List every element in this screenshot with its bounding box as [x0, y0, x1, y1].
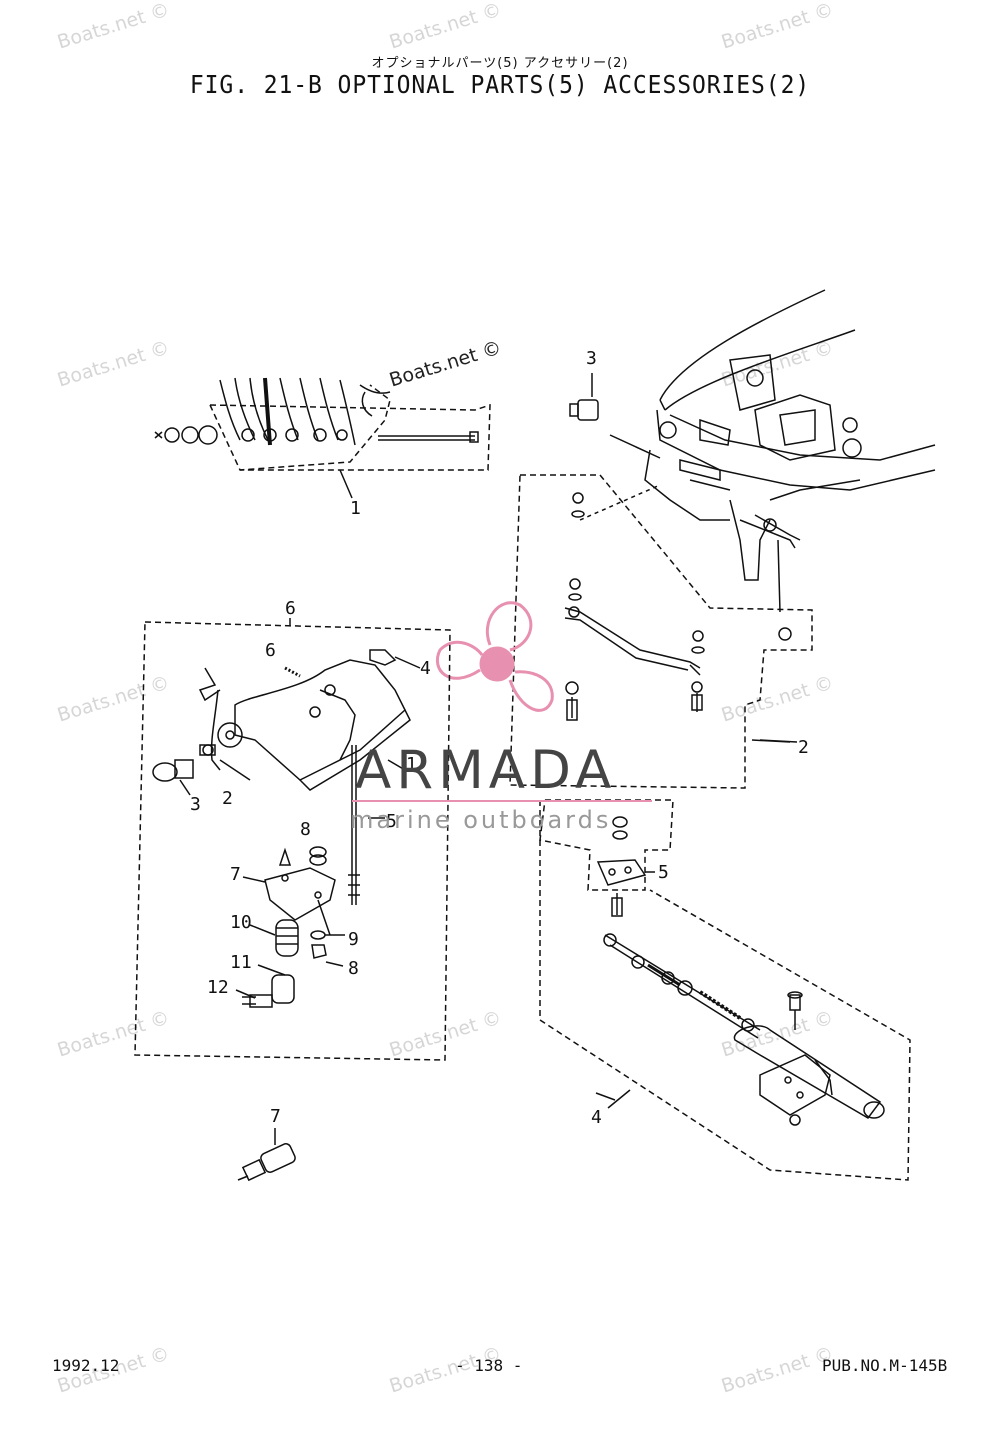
kit-callout-11: 11 — [230, 952, 252, 973]
callout-5: 5 — [658, 862, 669, 883]
armada-logo-icon — [435, 601, 554, 712]
kit-callout-1: 1 — [406, 754, 417, 775]
kit-callout-8b: 8 — [348, 958, 359, 979]
callout-3: 3 — [586, 348, 597, 369]
figure-title: FIG. 21-B OPTIONAL PARTS(5) ACCESSORIES(… — [189, 70, 811, 99]
callout-1: 1 — [350, 498, 361, 519]
japanese-title: オプショナルパーツ(5) アクセサリー(2) — [371, 56, 629, 71]
callout-6: 6 — [285, 598, 296, 619]
shield-assembly — [154, 377, 491, 499]
brand-tagline: marine outboards — [350, 806, 612, 834]
kit-callout-10: 10 — [230, 912, 252, 933]
footer-pub-no: PUB.NO.M-145B — [822, 1356, 948, 1375]
footer-date: 1992.12 — [52, 1356, 120, 1375]
throttle-rod-assembly — [539, 799, 911, 1181]
kit-callout-3: 3 — [190, 794, 201, 815]
loose-fitting — [237, 1128, 296, 1182]
brand-divider — [352, 800, 652, 802]
engine-housing — [609, 289, 936, 581]
kit-callout-6: 6 — [265, 640, 276, 661]
brand-name: ARMADA — [355, 740, 617, 801]
kit-callout-2: 2 — [222, 788, 233, 809]
kit-callout-9: 9 — [348, 929, 359, 950]
loose-callout-7: 7 — [270, 1106, 281, 1127]
remote-control-kit — [134, 618, 451, 1061]
kit-callout-4: 4 — [420, 658, 431, 679]
kit-callout-5: 5 — [386, 811, 397, 832]
callout-2: 2 — [798, 737, 809, 758]
kit-callout-8a: 8 — [300, 819, 311, 840]
kit-callout-7: 7 — [230, 864, 241, 885]
kit-callout-12: 12 — [207, 977, 229, 998]
group3-screw — [569, 373, 599, 421]
footer-page: - 138 - — [455, 1356, 523, 1375]
callout-4: 4 — [591, 1107, 602, 1128]
